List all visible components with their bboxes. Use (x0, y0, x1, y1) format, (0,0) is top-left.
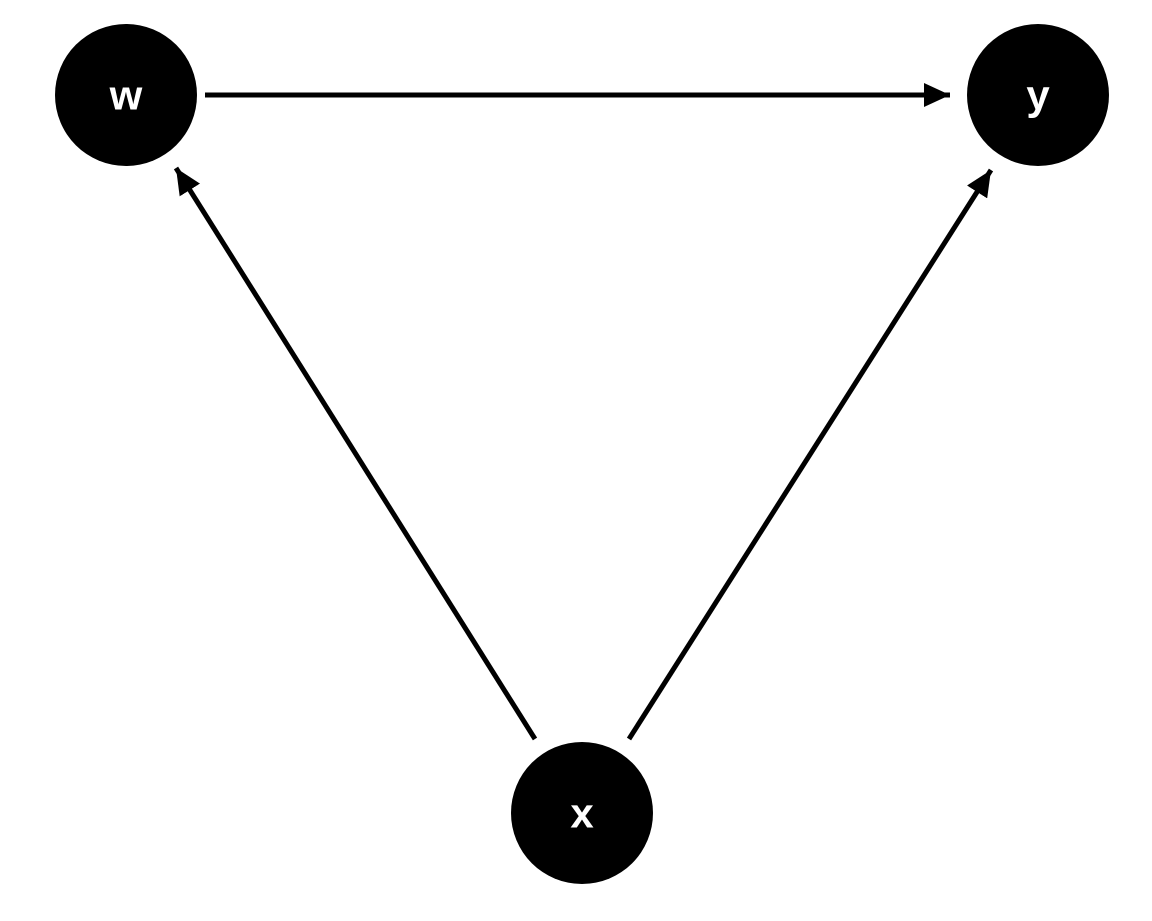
node-w-label: w (109, 72, 143, 119)
edge-x-to-y (626, 168, 994, 741)
node-y-circle (967, 24, 1109, 166)
node-w-circle (55, 24, 197, 166)
node-w: w (55, 24, 197, 166)
node-y-label: y (1026, 72, 1050, 119)
node-x-circle (511, 742, 653, 884)
node-x-label: x (570, 790, 594, 837)
node-x: x (511, 742, 653, 884)
node-y: y (967, 24, 1109, 166)
edge-x-to-w (173, 166, 538, 741)
